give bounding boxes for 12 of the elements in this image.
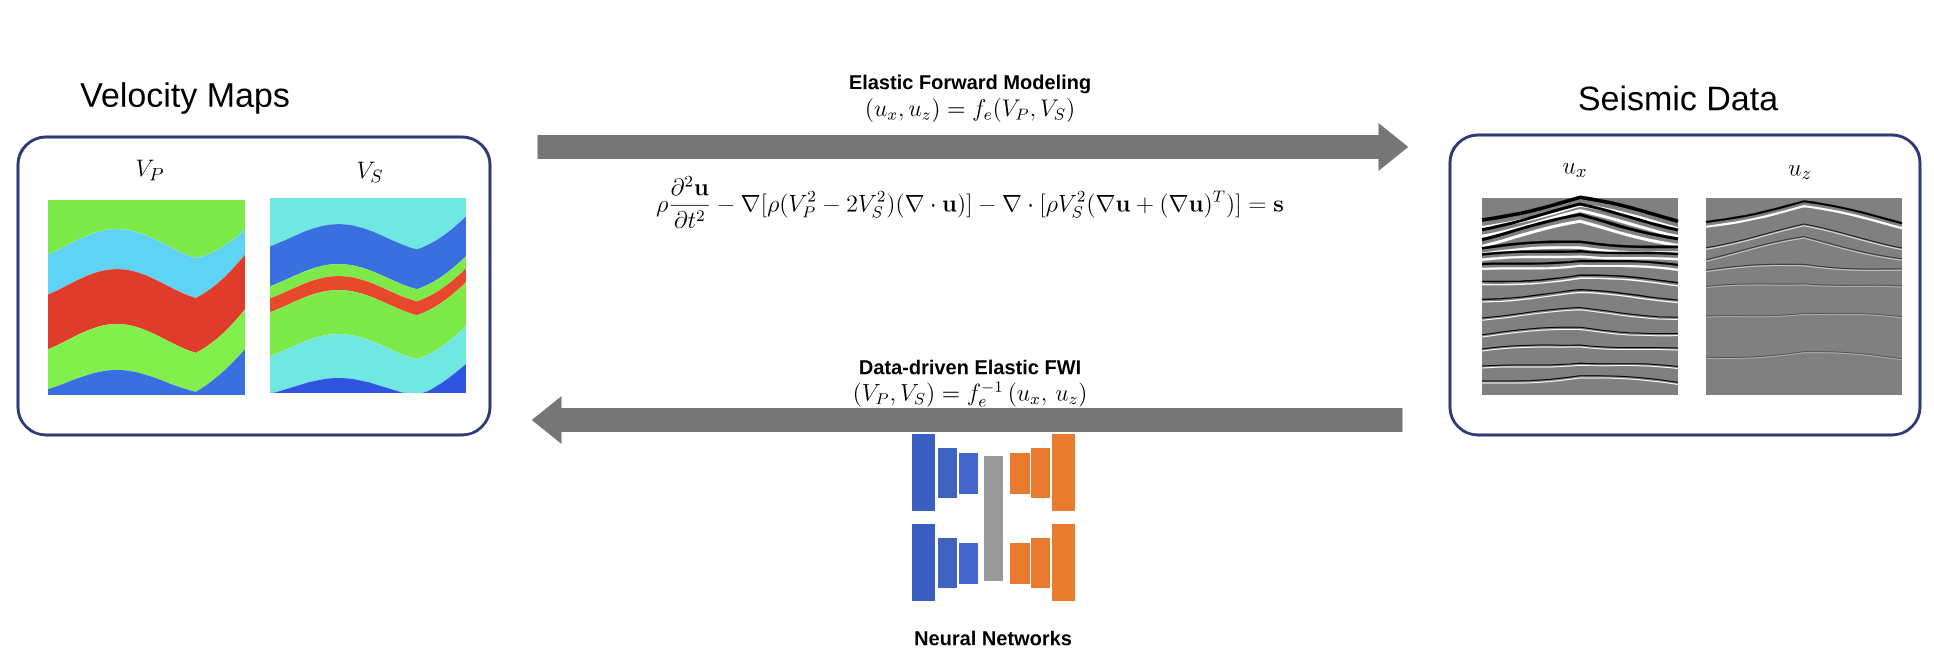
formula: $(V_P, V_S) = f_e^{-1}\,(u_x,\, u_z)$: [855, 381, 1086, 407]
network-caption: Neural Networks: [915, 630, 1072, 646]
map-label: $V_P$: [136, 159, 164, 181]
map-label: $u_x$: [1563, 162, 1586, 178]
panel-heading: Seismic Data: [1579, 85, 1779, 111]
edge-label: Elastic Forward Modeling: [850, 74, 1090, 94]
panel-heading: Velocity Maps: [80, 82, 289, 114]
edge-label: Data-driven Elastic FWI: [860, 359, 1080, 375]
map-label: $V_S$: [357, 161, 382, 183]
map-label: $u_z$: [1788, 164, 1811, 180]
formula: $\rho\frac{\partial^2\mathbf{u}}{\partial t^2} - \nabla[\rho(V_P^2 - 2V_S^2)(\nabla\cdot\mathbf{u})] - \nabla\cdot[\rho V_S^2(\nabla\mathbf{u} + (\nabla\mathbf{u})^T)] = \mathbf{s}$: [656, 175, 1283, 229]
formula: $(u_x, u_z) = f_e(V_P, V_S)$: [867, 98, 1073, 122]
